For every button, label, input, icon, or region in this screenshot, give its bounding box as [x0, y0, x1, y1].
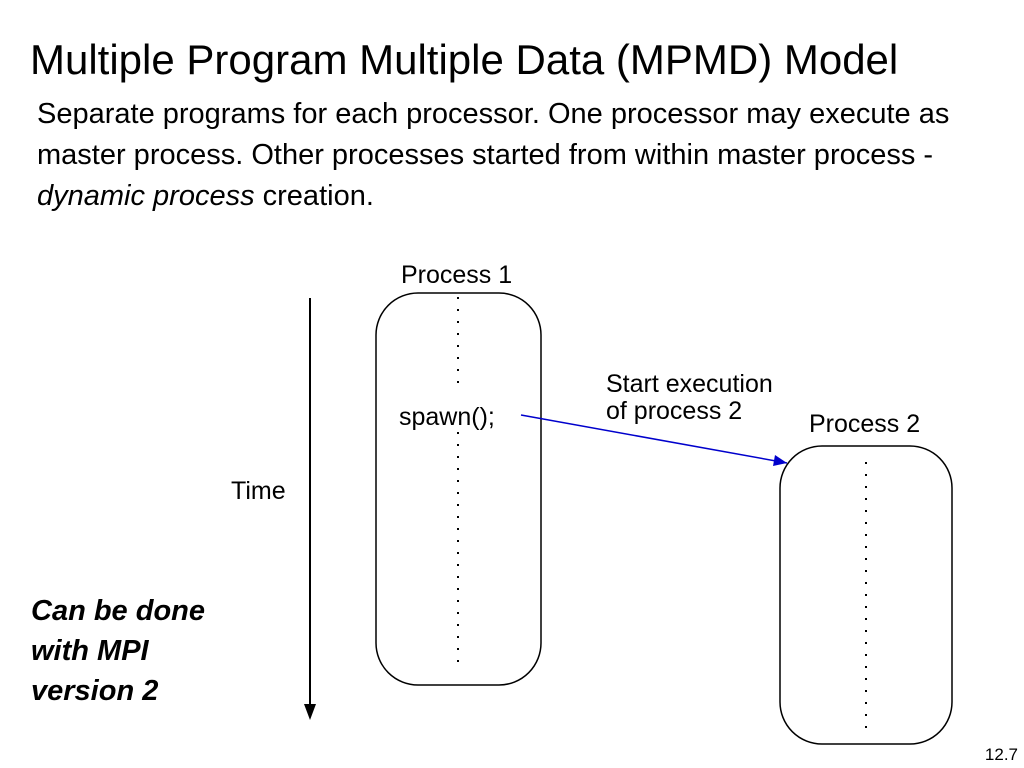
slide-description: Separate programs for each processor. On… [37, 94, 997, 217]
mpi-note-line-3: version 2 [31, 675, 159, 707]
slide-number: 12.7 [984, 745, 1018, 764]
time-label: Time [231, 477, 286, 505]
slide-title: Multiple Program Multiple Data (MPMD) Mo… [30, 36, 899, 83]
process-2-box [779, 445, 953, 745]
spawn-arrow-head [773, 455, 787, 466]
spawn-label: spawn(); [399, 402, 495, 432]
arrow-label-line-1: Start execution [606, 370, 773, 398]
arrow-label-line-2: of process 2 [606, 397, 743, 425]
mpi-note-line-1: Can be done [31, 595, 206, 627]
description-emphasis: dynamic process [37, 180, 255, 212]
description-text-end: creation. [254, 180, 374, 212]
spawn-arrow [520, 414, 788, 464]
time-arrow-head [304, 704, 316, 720]
process-1-label: Process 1 [401, 261, 513, 289]
mpi-note-line-2: with MPI [31, 635, 149, 667]
description-text: Separate programs for each processor. On… [37, 98, 950, 171]
process-2-label: Process 2 [809, 410, 921, 438]
process-1-box [375, 292, 542, 686]
mpi-note: Can be done with MPI version 2 [31, 591, 205, 711]
